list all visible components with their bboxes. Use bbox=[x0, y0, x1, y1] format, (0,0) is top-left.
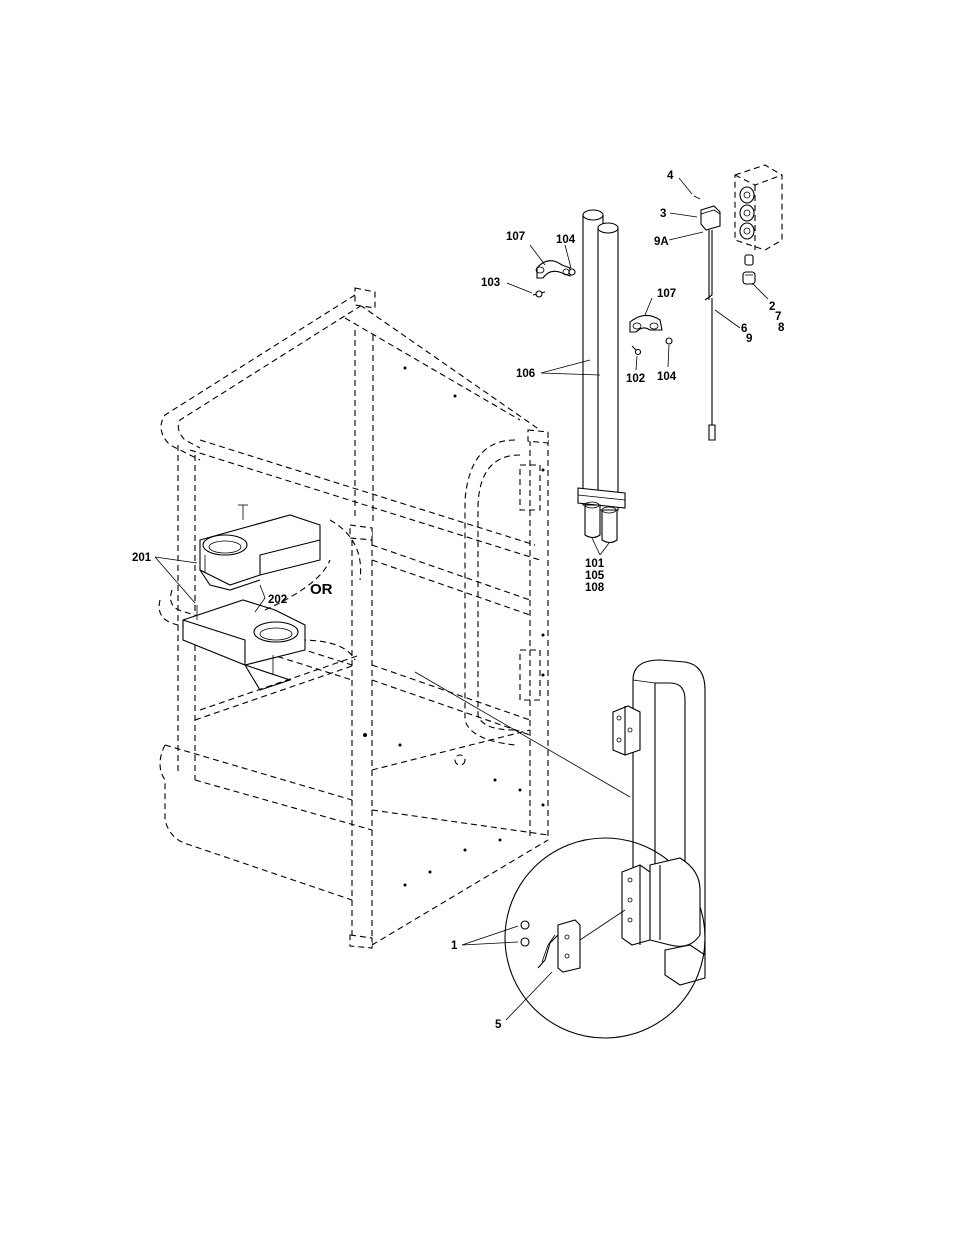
callout-101: 101 bbox=[585, 558, 605, 570]
callout-labels: 4 3 9A 107 104 103 107 106 102 104 2 7 8… bbox=[132, 170, 785, 1031]
switch-actuator bbox=[742, 254, 756, 285]
detail-view-circle bbox=[504, 837, 706, 1039]
callout-103: 103 bbox=[481, 277, 500, 289]
callout-4: 4 bbox=[667, 170, 674, 182]
callout-104-lower: 104 bbox=[657, 371, 677, 383]
callout-102: 102 bbox=[626, 373, 645, 385]
platform-cage-frame bbox=[158, 287, 549, 949]
pole-tube-assembly bbox=[577, 209, 626, 544]
switch-cable bbox=[708, 298, 716, 441]
callout-1: 1 bbox=[451, 940, 458, 952]
callout-202: 202 bbox=[268, 594, 287, 606]
tube-clamp-upper bbox=[532, 260, 576, 298]
callout-104-upper: 104 bbox=[556, 234, 576, 246]
callout-201: 201 bbox=[132, 552, 152, 564]
callout-5: 5 bbox=[495, 1019, 502, 1031]
holder-bracket-upper bbox=[199, 504, 321, 591]
holder-bracket-lower bbox=[182, 599, 306, 691]
callout-9a: 9A bbox=[654, 236, 669, 248]
leader-lines bbox=[154, 177, 769, 1021]
callout-7: 7 bbox=[775, 311, 781, 323]
callout-106: 106 bbox=[516, 368, 535, 380]
callout-9: 9 bbox=[746, 333, 752, 345]
callout-107-upper: 107 bbox=[506, 231, 525, 243]
callout-105: 105 bbox=[585, 570, 605, 582]
callout-3: 3 bbox=[660, 208, 666, 220]
callout-108: 108 bbox=[585, 582, 605, 594]
callout-6: 6 bbox=[741, 323, 747, 335]
detail-projection-line bbox=[414, 671, 631, 798]
or-label: OR bbox=[310, 581, 333, 598]
tube-clamp-lower bbox=[629, 314, 673, 356]
limit-switch bbox=[693, 195, 721, 301]
control-box bbox=[734, 164, 783, 251]
callout-8: 8 bbox=[778, 322, 785, 334]
callout-107-lower: 107 bbox=[657, 288, 676, 300]
callout-2: 2 bbox=[769, 301, 775, 313]
